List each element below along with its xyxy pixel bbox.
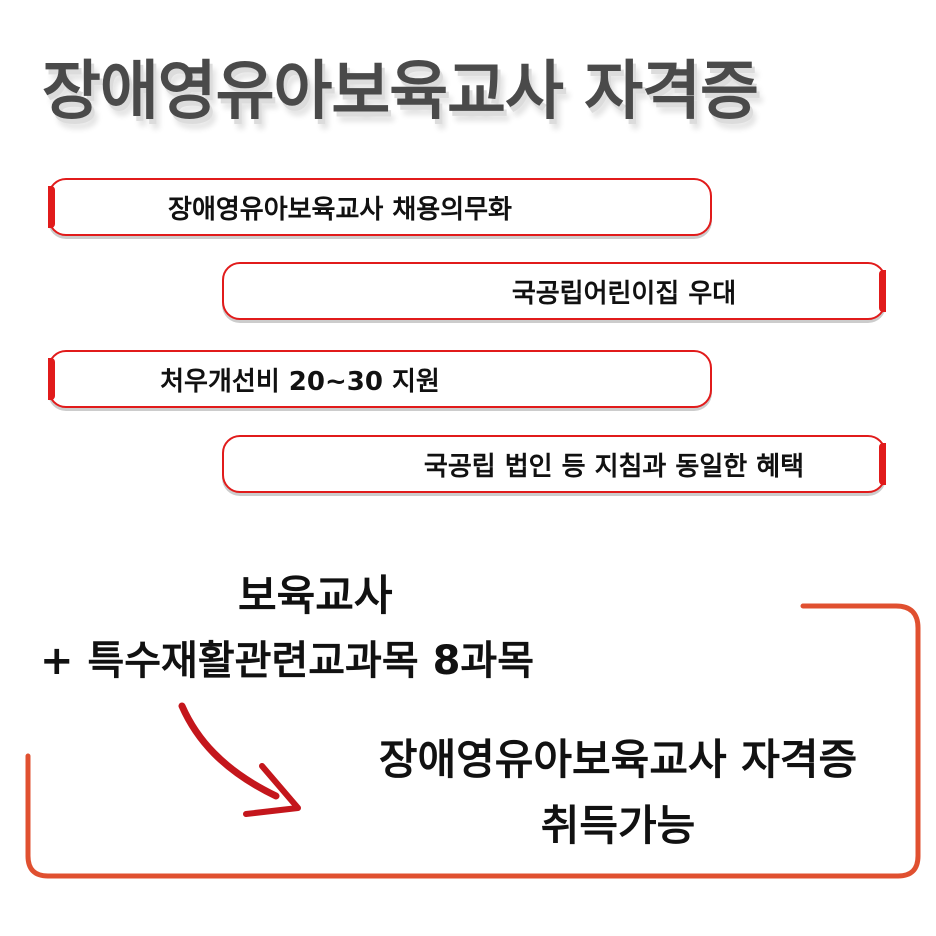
benefit-label: 국공립어린이집 우대 xyxy=(511,278,737,309)
benefit-pill-1: 장애영유아보육교사 채용의무화 xyxy=(48,178,712,236)
pill-accent xyxy=(879,270,886,312)
benefit-label: 처우개선비 20~30 지원 xyxy=(160,366,440,397)
benefit-pill-3: 처우개선비 20~30 지원 xyxy=(48,350,712,408)
benefit-label: 장애영유아보육교사 채용의무화 xyxy=(168,194,512,225)
result-line-2: 취득가능 xyxy=(540,801,696,850)
page-title: 장애영유아보육교사 자격증 xyxy=(42,55,759,129)
pill-accent xyxy=(48,358,55,400)
benefit-pill-4: 국공립 법인 등 지침과 동일한 혜택 xyxy=(222,435,886,493)
frame-line xyxy=(25,603,921,879)
pill-accent xyxy=(48,186,55,228)
benefit-label: 국공립 법인 등 지침과 동일한 혜택 xyxy=(423,451,805,482)
benefit-pill-2: 국공립어린이집 우대 xyxy=(222,262,886,320)
pill-accent xyxy=(879,443,886,485)
requirement-line-2: + 특수재활관련교과목 8과목 xyxy=(40,638,534,684)
curved-arrow-icon xyxy=(178,702,301,817)
result-line-1: 장애영유아보육교사 자격증 xyxy=(378,735,858,784)
requirement-line-1: 보육교사 xyxy=(238,571,393,620)
